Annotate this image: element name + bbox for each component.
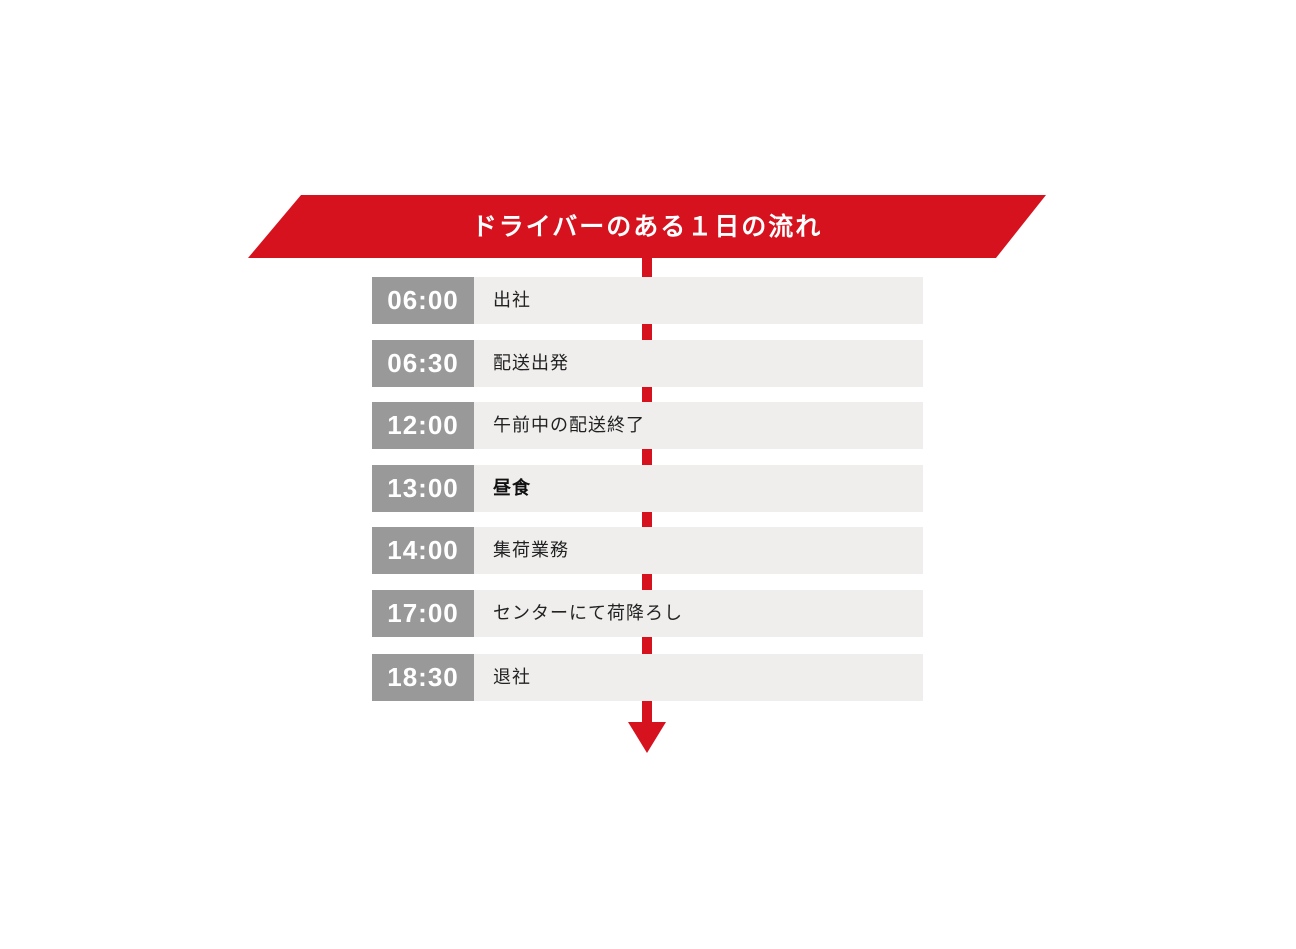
time-badge: 17:00 — [372, 590, 474, 637]
schedule-row: 06:00 出社 — [372, 277, 923, 324]
time-badge: 18:30 — [372, 654, 474, 701]
schedule-row: 18:30 退社 — [372, 654, 923, 701]
activity-label: 昼食 — [493, 478, 531, 499]
time-badge: 12:00 — [372, 402, 474, 449]
schedule-row: 12:00 午前中の配送終了 — [372, 402, 923, 449]
time-badge: 06:00 — [372, 277, 474, 324]
time-badge: 06:30 — [372, 340, 474, 387]
page-title: ドライバーのある１日の流れ — [471, 212, 823, 241]
activity-label: 配送出発 — [493, 353, 569, 374]
activity-label: 出社 — [493, 290, 531, 311]
activity-label: 退社 — [493, 667, 531, 688]
title-banner: ドライバーのある１日の流れ — [248, 195, 1046, 258]
activity-label: 集荷業務 — [493, 540, 569, 561]
schedule-row: 13:00 昼食 — [372, 465, 923, 512]
time-badge: 13:00 — [372, 465, 474, 512]
activity-label: 午前中の配送終了 — [493, 415, 645, 436]
arrow-shaft — [642, 700, 652, 724]
time-badge: 14:00 — [372, 527, 474, 574]
banner-shape — [248, 195, 1046, 258]
activity-label: センターにて荷降ろし — [493, 603, 683, 624]
schedule-row: 06:30 配送出発 — [372, 340, 923, 387]
schedule-row: 17:00 センターにて荷降ろし — [372, 590, 923, 637]
schedule-row: 14:00 集荷業務 — [372, 527, 923, 574]
arrow-down-icon — [628, 722, 666, 753]
